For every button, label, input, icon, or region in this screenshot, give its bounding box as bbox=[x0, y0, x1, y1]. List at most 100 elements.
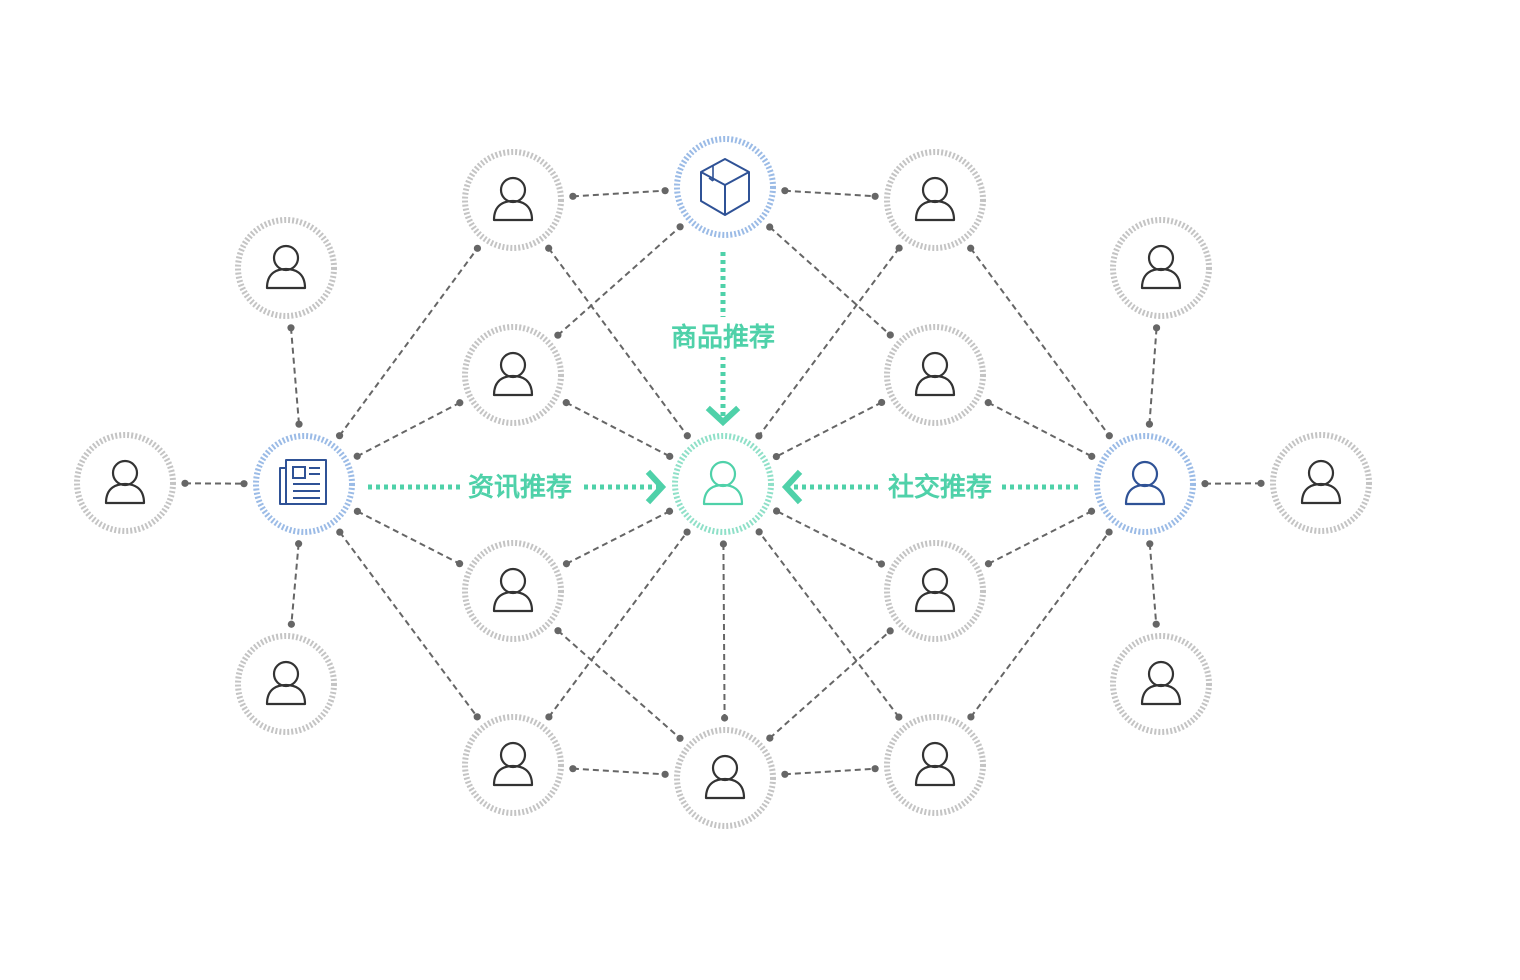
user-node bbox=[879, 144, 991, 256]
edge-endpoint bbox=[473, 244, 482, 252]
edge-endpoint bbox=[295, 540, 303, 548]
user-icon bbox=[1140, 660, 1182, 706]
edge-n9-n14 bbox=[766, 627, 894, 742]
edge-endpoint bbox=[719, 540, 728, 548]
edge-center-user-n9 bbox=[719, 540, 729, 722]
edge-endpoint bbox=[287, 620, 295, 628]
edge-social-hub-n16 bbox=[1145, 324, 1161, 428]
flow-label: 商品推荐 bbox=[671, 322, 775, 353]
edge-endpoint bbox=[240, 480, 248, 488]
user-node bbox=[1105, 628, 1217, 740]
social-hub-node bbox=[1089, 428, 1201, 540]
node-ring bbox=[884, 714, 986, 816]
edge-line bbox=[776, 510, 882, 565]
edge-social-hub-n17 bbox=[1146, 540, 1160, 628]
user-icon bbox=[1140, 244, 1182, 290]
edge-n13-social-hub bbox=[984, 399, 1096, 460]
edge-endpoint bbox=[871, 765, 879, 773]
node-ring bbox=[235, 633, 337, 735]
package-box-icon bbox=[700, 158, 750, 216]
user-icon bbox=[104, 459, 146, 505]
user-icon bbox=[492, 741, 534, 787]
edge-product-hub-n13 bbox=[766, 223, 894, 339]
user-icon bbox=[492, 351, 534, 397]
edge-line bbox=[769, 630, 891, 739]
edge-line bbox=[769, 226, 891, 336]
edge-n8-center-user bbox=[545, 528, 691, 721]
edge-line bbox=[572, 189, 666, 198]
edge-endpoint bbox=[562, 560, 571, 568]
edge-social-hub-n19 bbox=[1201, 479, 1265, 488]
edge-n6-product-hub bbox=[554, 223, 684, 339]
user-node bbox=[879, 709, 991, 821]
edge-endpoint bbox=[665, 507, 674, 515]
edge-n5-center-user bbox=[545, 244, 691, 440]
edge-endpoint bbox=[336, 528, 344, 536]
edge-endpoint bbox=[569, 765, 577, 773]
flow-label-bg bbox=[880, 469, 1000, 505]
node-ring bbox=[74, 432, 176, 534]
edge-n14-social-hub bbox=[984, 507, 1096, 568]
node-ring bbox=[1110, 633, 1212, 735]
edge-line bbox=[784, 189, 876, 198]
edge-line bbox=[548, 531, 688, 718]
edge-endpoint bbox=[967, 244, 975, 252]
user-icon bbox=[702, 460, 744, 506]
node-ring bbox=[884, 324, 986, 426]
edge-endpoint bbox=[473, 713, 481, 721]
edge-n12-social-hub bbox=[967, 244, 1113, 440]
edge-line bbox=[565, 401, 671, 458]
edge-endpoint bbox=[661, 770, 669, 778]
user-icon bbox=[704, 754, 746, 800]
edge-n8-n9 bbox=[569, 765, 669, 778]
edge-product-hub-n12 bbox=[781, 187, 879, 200]
edge-endpoint bbox=[455, 560, 464, 568]
edge-news-hub-n6 bbox=[353, 399, 464, 460]
edge-endpoint bbox=[886, 331, 894, 339]
user-icon bbox=[914, 741, 956, 787]
user-icon bbox=[492, 176, 534, 222]
edge-n2-news-hub bbox=[287, 324, 303, 428]
edge-endpoint bbox=[984, 560, 993, 568]
user-icon bbox=[265, 244, 307, 290]
node-ring bbox=[884, 540, 986, 642]
edge-news-hub-n3 bbox=[287, 540, 303, 628]
user-node bbox=[457, 319, 569, 431]
node-ring bbox=[253, 433, 355, 535]
nodes-layer bbox=[69, 131, 1377, 834]
news-hub-node bbox=[248, 428, 360, 540]
flow-arrowhead bbox=[705, 405, 741, 427]
product-flow: 商品推荐 bbox=[663, 252, 783, 427]
user-icon bbox=[492, 567, 534, 613]
edge-news-hub-n8 bbox=[336, 528, 481, 721]
user-node bbox=[879, 319, 991, 431]
edge-endpoint bbox=[666, 452, 674, 460]
news-flow: 资讯推荐 bbox=[368, 469, 667, 505]
edge-line bbox=[775, 401, 883, 458]
edge-endpoint bbox=[661, 187, 669, 195]
flow-arrowhead bbox=[781, 469, 803, 505]
node-ring bbox=[674, 727, 776, 829]
user-node bbox=[457, 709, 569, 821]
edge-endpoint bbox=[554, 331, 562, 339]
edge-n9-n15 bbox=[781, 765, 879, 778]
edge-endpoint bbox=[1105, 432, 1113, 440]
node-ring bbox=[672, 433, 774, 535]
node-ring bbox=[462, 149, 564, 251]
edge-line bbox=[339, 531, 478, 718]
edge-endpoint bbox=[1146, 540, 1154, 548]
edge-endpoint bbox=[967, 713, 975, 721]
edge-news-hub-n7 bbox=[353, 507, 464, 568]
node-ring bbox=[462, 540, 564, 642]
node-ring bbox=[884, 149, 986, 251]
edge-line bbox=[722, 543, 726, 719]
user-icon bbox=[1300, 459, 1342, 505]
node-ring bbox=[1094, 433, 1196, 535]
edge-endpoint bbox=[895, 244, 903, 252]
user-icon bbox=[914, 567, 956, 613]
user-node bbox=[457, 144, 569, 256]
node-ring bbox=[1110, 217, 1212, 319]
edges-layer bbox=[181, 187, 1265, 778]
user-icon bbox=[265, 660, 307, 706]
